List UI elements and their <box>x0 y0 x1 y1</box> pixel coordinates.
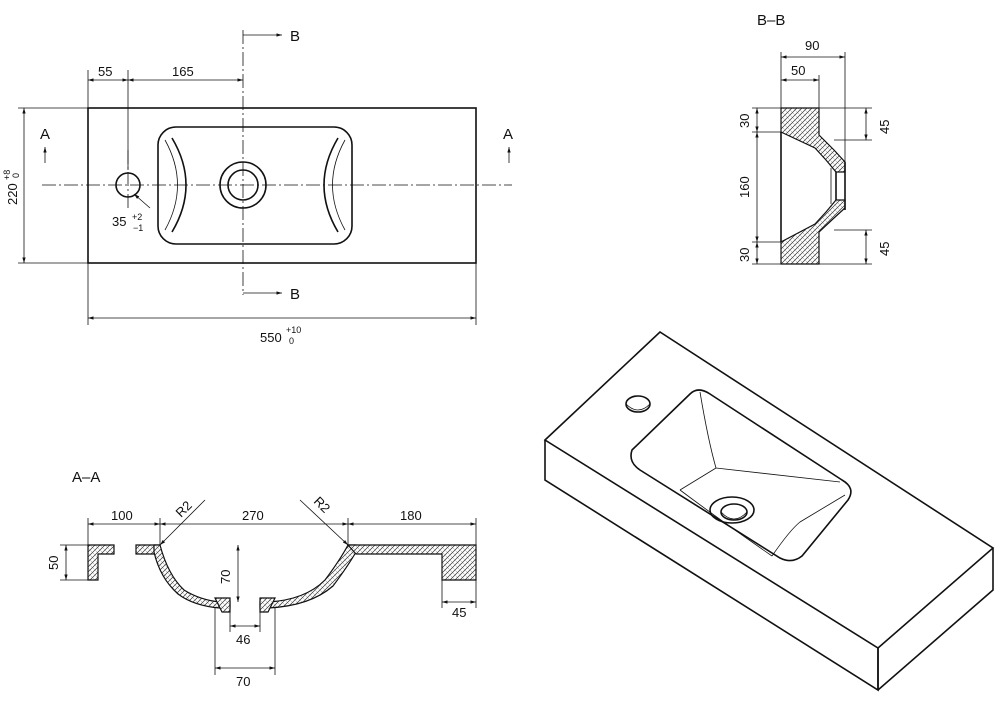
section-bb-bottom-slab <box>780 199 846 265</box>
dim-35: 35 <box>112 214 126 229</box>
dim-45-aa: 45 <box>452 605 466 620</box>
dim-550: 550 <box>260 330 282 345</box>
iso-drain-inner <box>720 503 748 521</box>
dim-35-tol-lower: −1 <box>133 223 143 233</box>
dim-70-drain: 70 <box>236 674 250 689</box>
section-a-label-right: A <box>503 126 513 143</box>
dim-30-top: 30 <box>737 114 752 128</box>
dim-100: 100 <box>111 508 133 523</box>
iso-drain-outer <box>709 496 755 524</box>
dim-30-bottom: 30 <box>737 248 752 262</box>
dim-55: 55 <box>98 64 112 79</box>
dim-50-bb: 50 <box>791 63 805 78</box>
section-aa-title: A–A <box>72 469 100 486</box>
dim-90: 90 <box>805 38 819 53</box>
section-a-label-left: A <box>40 126 50 143</box>
dim-220-tol-upper: +8 <box>2 170 12 180</box>
section-bb: B–B 90 50 30 160 30 45 <box>737 12 892 265</box>
dim-46: 46 <box>236 632 250 647</box>
basin-outline <box>157 126 353 245</box>
dim-220: 220 <box>5 183 20 205</box>
iso-basin-rim <box>630 389 852 562</box>
dim-550-tol-upper: +10 <box>286 325 301 335</box>
section-b-label-top: B <box>290 28 300 45</box>
radius-left: R2 <box>173 498 195 520</box>
dim-550-tol-lower: 0 <box>289 336 294 346</box>
counter-outline <box>87 107 477 264</box>
section-aa: A–A 100 270 180 R2 R2 50 <box>46 469 477 689</box>
iso-right-face <box>877 548 994 691</box>
dim-180: 180 <box>400 508 422 523</box>
iso-top-face <box>543 330 995 649</box>
dim-165: 165 <box>172 64 194 79</box>
dim-70-depth: 70 <box>218 570 233 584</box>
section-b-label-bottom: B <box>290 286 300 303</box>
top-view: A A B B 55 165 550 +10 0 220 +8 0 35 +2 … <box>2 28 513 346</box>
dim-35-tol-upper: +2 <box>132 212 142 222</box>
iso-front-face <box>544 440 879 692</box>
radius-right: R2 <box>311 494 333 516</box>
isometric-view <box>543 330 995 692</box>
dim-220-tol-lower: 0 <box>11 173 21 178</box>
dim-160: 160 <box>737 176 752 198</box>
dim-270: 270 <box>242 508 264 523</box>
section-aa-right-slab <box>346 544 477 581</box>
dim-45-bb-bottom: 45 <box>877 242 892 256</box>
dim-45-bb-top: 45 <box>877 120 892 134</box>
section-aa-left-slab-a <box>87 544 115 581</box>
dim-50-aa: 50 <box>46 556 61 570</box>
section-bb-title: B–B <box>757 12 785 29</box>
